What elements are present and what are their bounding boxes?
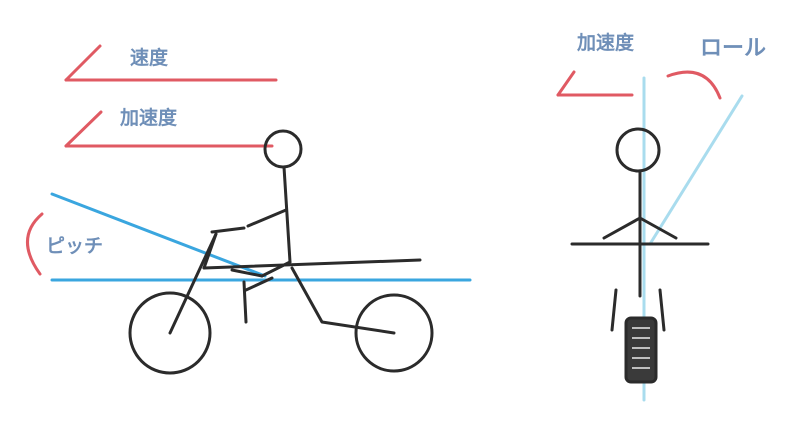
acceleration-label-left: 加速度	[119, 106, 178, 129]
front-wheel	[128, 291, 212, 375]
speed-arrow	[64, 44, 278, 82]
rider-side	[246, 129, 303, 278]
acceleration-arrow	[64, 110, 274, 148]
roll-label: ロール	[700, 36, 766, 61]
motorcycle-side	[128, 226, 434, 375]
pitch-label: ピッチ	[46, 235, 103, 257]
rider-head	[263, 129, 303, 169]
roll-arrow	[666, 70, 722, 100]
rider-front	[570, 127, 710, 384]
side-view: 速度 加速度 ピッチ	[26, 44, 472, 375]
speed-label: 速度	[130, 46, 169, 69]
pitch-arrow	[26, 212, 44, 276]
lean-reference-line	[648, 94, 744, 246]
front-tire	[624, 316, 658, 384]
rider-head-front	[615, 127, 661, 173]
pitch-reference-line	[50, 192, 267, 278]
rear-wheel	[354, 293, 434, 373]
acceleration-label-right: 加速度	[576, 31, 635, 54]
front-view: 加速度 ロール	[556, 31, 766, 402]
lateral-acceleration-arrow	[556, 70, 634, 97]
